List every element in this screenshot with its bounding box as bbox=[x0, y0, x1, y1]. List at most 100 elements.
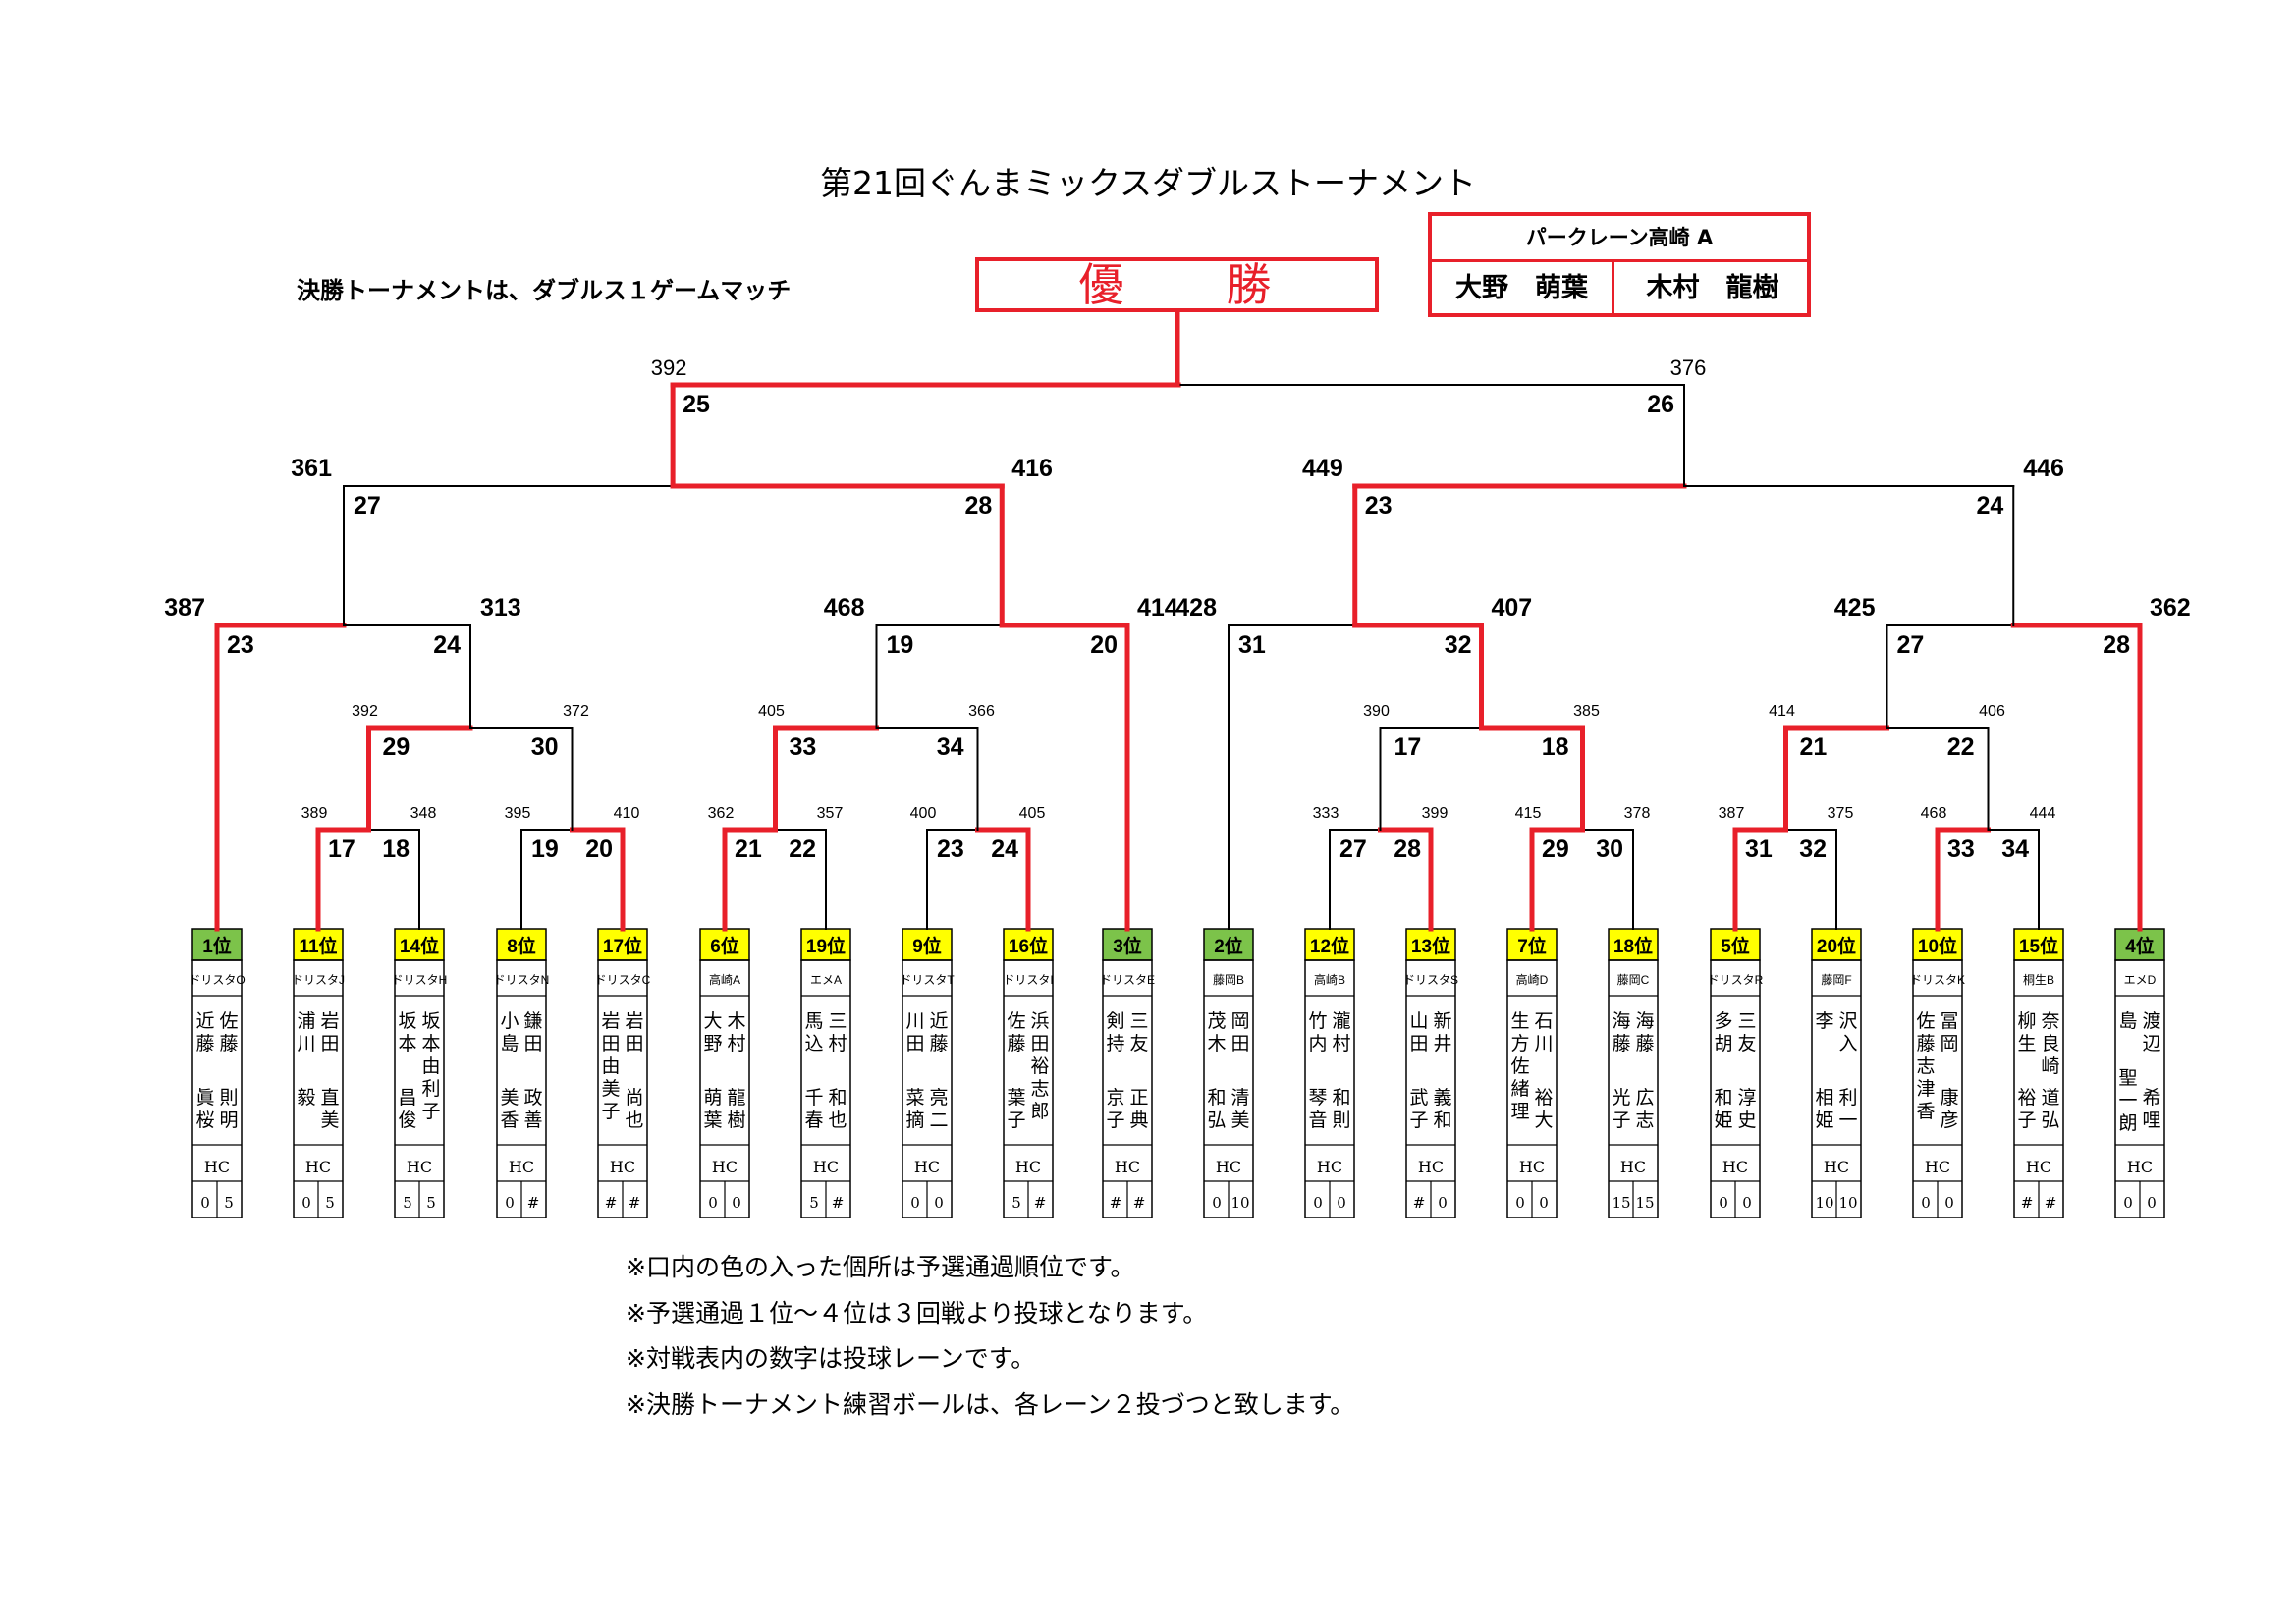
player1-name-char: 光 bbox=[1612, 1087, 1630, 1109]
player1-name-char: 香 bbox=[1916, 1101, 1935, 1122]
round2-match-lane-left: 33 bbox=[790, 733, 817, 761]
round4-match-score-right: 416 bbox=[1011, 455, 1053, 482]
player2-name-char: 渡 bbox=[2142, 1010, 2160, 1032]
rank-label: 9位 bbox=[912, 935, 942, 957]
player2-name-char: 藤 bbox=[219, 1033, 238, 1055]
player2-name-char: 直 bbox=[320, 1087, 339, 1109]
hc-value-1: 15 bbox=[1612, 1194, 1630, 1212]
player1-name-char: 田 bbox=[1409, 1033, 1428, 1055]
round3-match-score-right: 362 bbox=[2150, 594, 2191, 622]
player1-name-char: 島 bbox=[500, 1033, 519, 1055]
rank-badge bbox=[597, 928, 648, 961]
player2-name-char: 由 bbox=[421, 1056, 440, 1077]
round1-match-lane-left: 33 bbox=[1947, 836, 1975, 863]
hc-value-2: 5 bbox=[426, 1194, 436, 1212]
hc-label: HC bbox=[509, 1158, 534, 1176]
player2-name-char: 村 bbox=[1332, 1033, 1350, 1055]
player2-name-char: 崎 bbox=[2041, 1056, 2059, 1077]
team-code: ドリスタC bbox=[595, 973, 651, 987]
player2-name-char: 淳 bbox=[1737, 1087, 1756, 1109]
round1-match-lane-left: 21 bbox=[735, 836, 762, 863]
player1-name-char: 理 bbox=[1510, 1101, 1529, 1122]
hc-label: HC bbox=[1824, 1158, 1849, 1176]
round2-match-lane-right: 34 bbox=[937, 733, 964, 761]
player2-name-char: 藤 bbox=[929, 1033, 948, 1055]
player1-name-char: 姫 bbox=[1815, 1110, 1833, 1131]
hc-label: HC bbox=[1115, 1158, 1140, 1176]
hc-label: HC bbox=[712, 1158, 738, 1176]
round1-match-score-right: 375 bbox=[1828, 805, 1854, 822]
player1-name-char: 佐 bbox=[1510, 1056, 1529, 1077]
round3-match-lane-left: 27 bbox=[1897, 631, 1925, 659]
player2-name-char: 三 bbox=[1737, 1010, 1756, 1032]
player2-name-char: 樹 bbox=[727, 1110, 745, 1131]
hc-value-1: 0 bbox=[2123, 1194, 2133, 1212]
player2-name-char: 岩 bbox=[320, 1010, 339, 1032]
round2-match-lane-left: 29 bbox=[383, 733, 410, 761]
player1-name-char: 子 bbox=[601, 1101, 620, 1122]
rank-label: 7位 bbox=[1517, 935, 1547, 957]
round1-match-score-left: 468 bbox=[1921, 805, 1947, 822]
hc-value-1: 0 bbox=[1719, 1194, 1728, 1212]
hc-value-2: 10 bbox=[1230, 1194, 1249, 1212]
player2-name-char: 也 bbox=[828, 1110, 847, 1131]
player2-name-char: 彦 bbox=[1940, 1110, 1958, 1131]
player2-name-char: 志 bbox=[1030, 1078, 1049, 1100]
player2-name-char: 也 bbox=[625, 1110, 643, 1131]
player2-name-char: 三 bbox=[1129, 1010, 1148, 1032]
team-code: ドリスタJ bbox=[292, 973, 345, 987]
hc-value-1: 0 bbox=[910, 1194, 920, 1212]
champion-player-1: 大野 萌葉 bbox=[1432, 262, 1614, 314]
hc-value-1: 0 bbox=[1313, 1194, 1323, 1212]
hc-label: HC bbox=[1519, 1158, 1545, 1176]
round2-match-lane-right: 18 bbox=[1542, 733, 1569, 761]
player2-name-char: 友 bbox=[1737, 1033, 1756, 1055]
player1-name-char: 海 bbox=[1612, 1010, 1630, 1032]
player2-name-char: 和 bbox=[828, 1087, 847, 1109]
rank-label: 1位 bbox=[202, 935, 232, 957]
hc-value-2: # bbox=[832, 1194, 845, 1212]
hc-value-2: # bbox=[1133, 1194, 1146, 1212]
hc-value-2: 5 bbox=[224, 1194, 234, 1212]
player1-name-char: 美 bbox=[500, 1087, 519, 1109]
rank-badge bbox=[1811, 928, 1862, 961]
player1-name-char: 摘 bbox=[905, 1110, 924, 1131]
team-code: 高崎A bbox=[709, 972, 740, 987]
player2-name-char: 冨 bbox=[1940, 1010, 1958, 1032]
hc-value-2: # bbox=[629, 1194, 641, 1212]
player1-name-char: 馬 bbox=[804, 1010, 823, 1032]
player2-name-char: 子 bbox=[421, 1101, 440, 1122]
round1-match-lane-right: 30 bbox=[1596, 836, 1623, 863]
player2-name-char: 利 bbox=[1838, 1087, 1857, 1109]
player2-name-char: 井 bbox=[1433, 1033, 1451, 1055]
round3-match-lane-left: 19 bbox=[887, 631, 914, 659]
note-line: ※予選通過１位～４位は３回戦より投球となります。 bbox=[626, 1298, 1208, 1327]
player1-name-char: 子 bbox=[2017, 1110, 2036, 1131]
player2-name-char: 裕 bbox=[1030, 1056, 1049, 1077]
player2-name-char: 美 bbox=[320, 1110, 339, 1131]
player1-name-char: 裕 bbox=[2017, 1087, 2036, 1109]
rank-badge bbox=[394, 928, 445, 961]
note-line: ※口内の色の入った個所は予選通過順位です。 bbox=[626, 1253, 1135, 1281]
player1-name-char: 和 bbox=[1207, 1087, 1226, 1109]
hc-value-1: # bbox=[1110, 1194, 1122, 1212]
hc-value-1: 0 bbox=[200, 1194, 210, 1212]
round3-match-score-left: 387 bbox=[164, 594, 205, 622]
player1-name-char: 美 bbox=[601, 1078, 620, 1100]
player2-name-char: 典 bbox=[1129, 1110, 1148, 1131]
player1-name-char: 相 bbox=[1815, 1087, 1833, 1109]
player1-name-char: 菜 bbox=[905, 1087, 924, 1109]
round1-match-lane-left: 19 bbox=[531, 836, 559, 863]
round1-match-lane-right: 32 bbox=[1799, 836, 1827, 863]
player2-name-char: 新 bbox=[1433, 1010, 1451, 1032]
player2-name-char: 龍 bbox=[727, 1087, 745, 1109]
hc-value-1: 5 bbox=[809, 1194, 819, 1212]
team-code: 桐生B bbox=[2023, 973, 2054, 987]
player2-name-char: 和 bbox=[1433, 1110, 1451, 1131]
hc-label: HC bbox=[1418, 1158, 1444, 1176]
hc-label: HC bbox=[2127, 1158, 2153, 1176]
round3-match-lane-left: 31 bbox=[1238, 631, 1266, 659]
player1-name-char: 李 bbox=[1815, 1010, 1833, 1032]
round2-match-score-left: 390 bbox=[1363, 703, 1390, 720]
player1-name-char: 内 bbox=[1308, 1033, 1327, 1055]
